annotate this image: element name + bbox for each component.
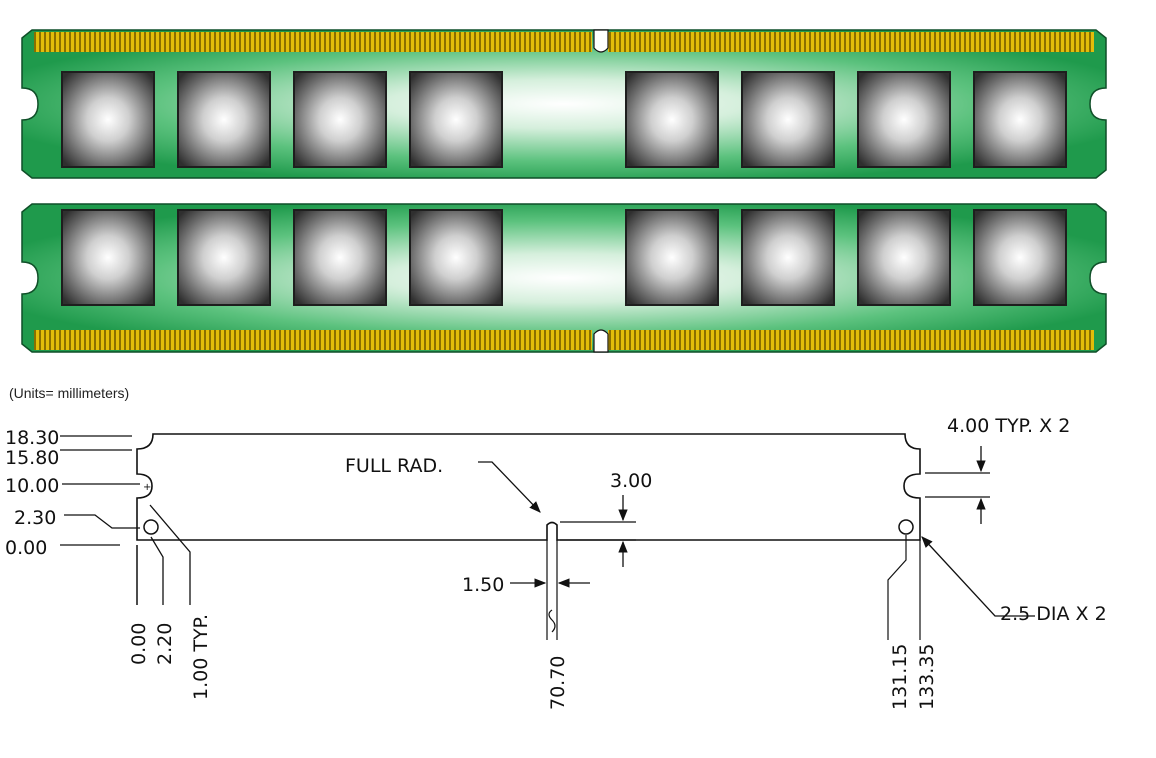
mounting-hole-left <box>143 519 159 535</box>
dim-x-1-00-typ: 1.00 TYP. <box>190 614 212 700</box>
gold-contacts <box>34 32 592 52</box>
gold-contacts <box>608 32 1094 52</box>
label-hole-diameter: 2.5 DIA X 2 <box>1000 603 1107 625</box>
memory-chip <box>409 71 503 168</box>
memory-chip <box>409 209 503 306</box>
dim-notch-depth: 3.00 <box>610 470 652 492</box>
module-top-view <box>21 29 1107 179</box>
memory-chip <box>625 209 719 306</box>
dim-0-00: 0.00 <box>5 537 47 559</box>
gold-contacts <box>608 330 1094 350</box>
memory-chip <box>973 209 1067 306</box>
memory-chip <box>293 209 387 306</box>
memory-chip <box>973 71 1067 168</box>
dim-notch-width: 1.50 <box>462 574 504 596</box>
key-notch <box>593 329 609 353</box>
dim-x-2-20: 2.20 <box>154 623 176 665</box>
svg-text:+: + <box>143 482 151 493</box>
label-full-rad: FULL RAD. <box>345 455 443 477</box>
label-side-notch: 4.00 TYP. X 2 <box>947 415 1070 437</box>
memory-chip <box>741 209 835 306</box>
dim-2-30: 2.30 <box>14 507 56 529</box>
memory-chip <box>857 209 951 306</box>
memory-chip <box>177 209 271 306</box>
module-bottom-view <box>21 203 1107 353</box>
gold-contacts <box>34 330 592 350</box>
dim-center-70-70: 70.70 <box>547 656 569 710</box>
memory-chip <box>625 71 719 168</box>
memory-chip <box>61 209 155 306</box>
memory-chip <box>61 71 155 168</box>
dim-15-80: 15.80 <box>5 447 59 469</box>
memory-chip <box>293 71 387 168</box>
memory-chip <box>177 71 271 168</box>
memory-chip <box>857 71 951 168</box>
dim-x-0-00: 0.00 <box>128 623 150 665</box>
module-illustrations <box>21 29 1107 353</box>
dim-133-35: 133.35 <box>916 644 938 710</box>
dim-18-30: 18.30 <box>5 427 59 449</box>
dim-131-15: 131.15 <box>889 644 911 710</box>
board-outline <box>136 433 921 541</box>
dim-10-00: 10.00 <box>5 475 59 497</box>
units-note: (Units= millimeters) <box>9 385 130 401</box>
key-notch <box>593 29 609 53</box>
mounting-hole-right <box>898 519 914 535</box>
memory-chip <box>741 71 835 168</box>
